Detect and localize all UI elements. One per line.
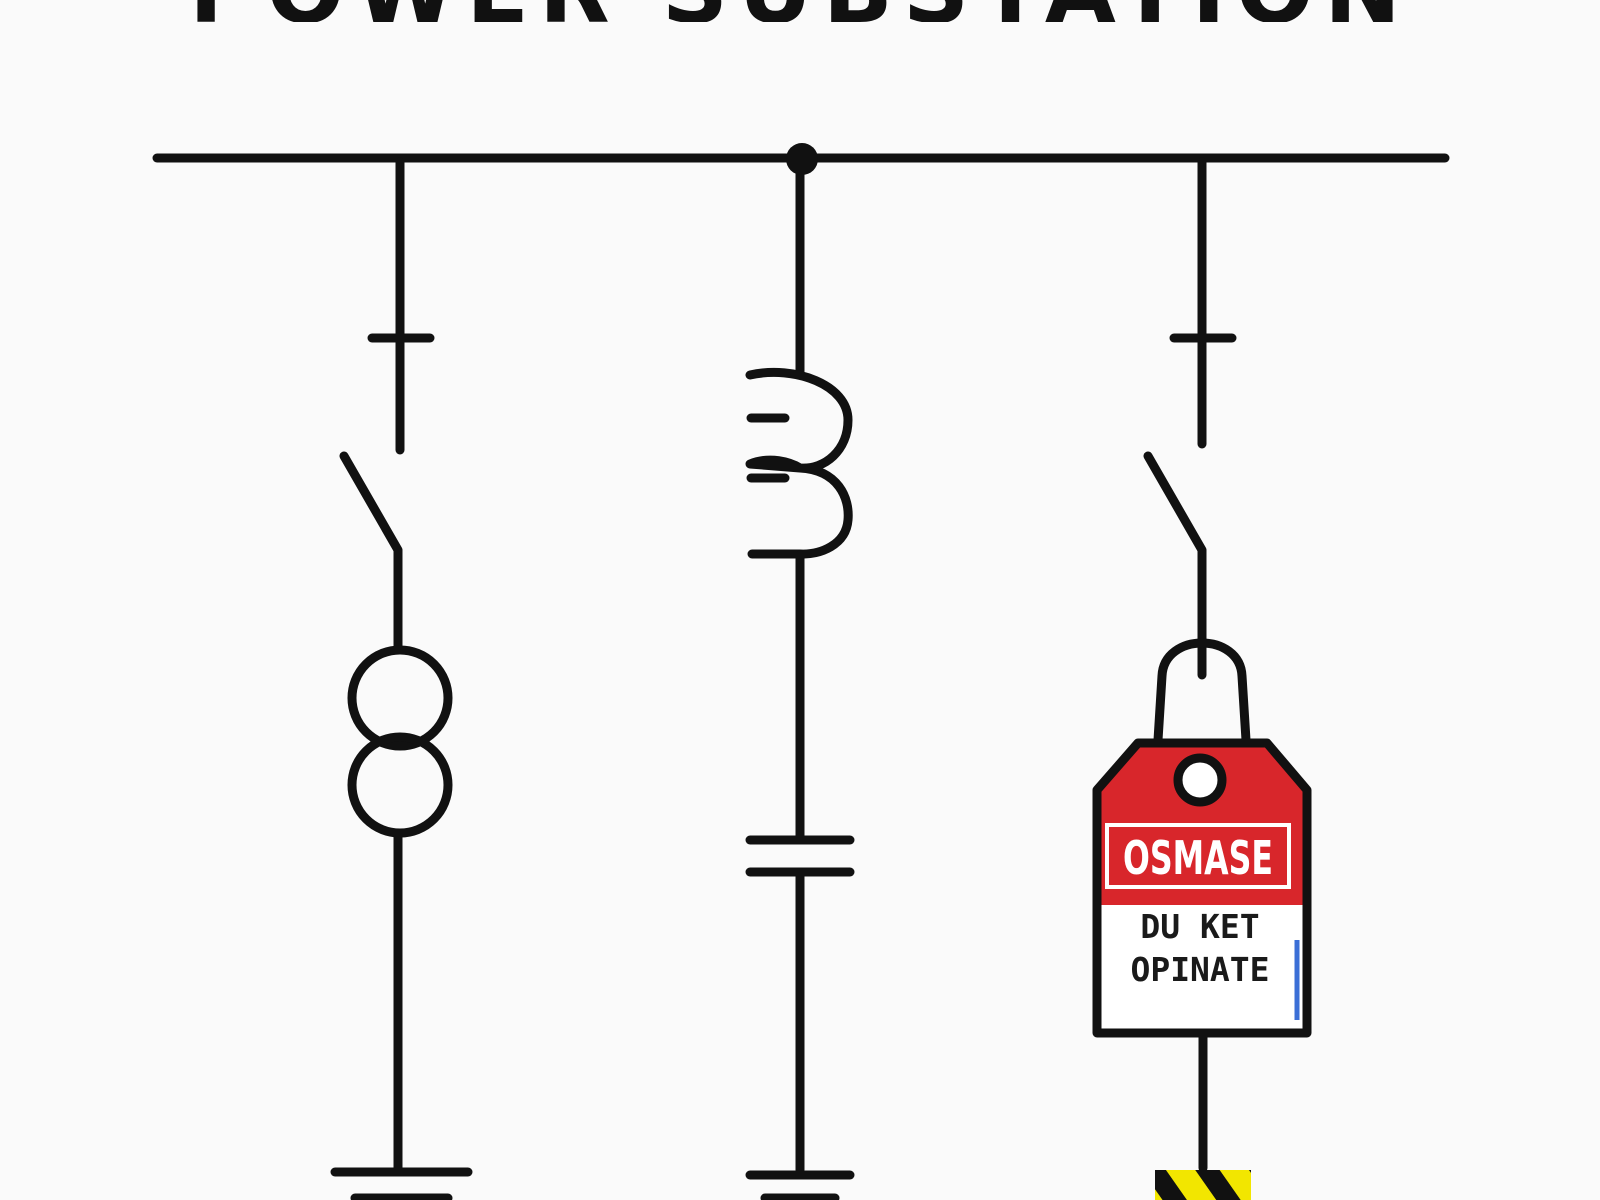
title-group: POWER SUBSTATION [189,0,1411,44]
padlock [1153,638,1251,745]
tag-outline [1092,738,1312,1038]
current-transformer [347,645,453,838]
disconnect-switch [339,451,403,655]
right-bay [1143,157,1251,1173]
page-title: POWER SUBSTATION [189,0,1411,44]
disconnect-switch [1143,451,1207,680]
lockout-tag: OSMASE DU KET OPINATE [1092,738,1312,1038]
inductor-coil [745,367,853,559]
ground-symbol [745,1170,855,1200]
tag-eyelet-icon [1173,753,1227,807]
center-bay [745,153,855,1200]
hazard-stripe-block [1155,1170,1251,1200]
left-bay [330,157,473,1200]
tag-header-band [1105,823,1291,889]
tag-line-1: DU KET [1140,907,1259,946]
tag-line-2: OPINATE [1130,950,1269,989]
ground-symbol [330,1167,473,1200]
capacitor [745,835,855,877]
tag-white-body [1097,905,1307,1033]
bus-junction-node [786,143,818,175]
tag-header-text: OSMASE [1123,831,1273,885]
